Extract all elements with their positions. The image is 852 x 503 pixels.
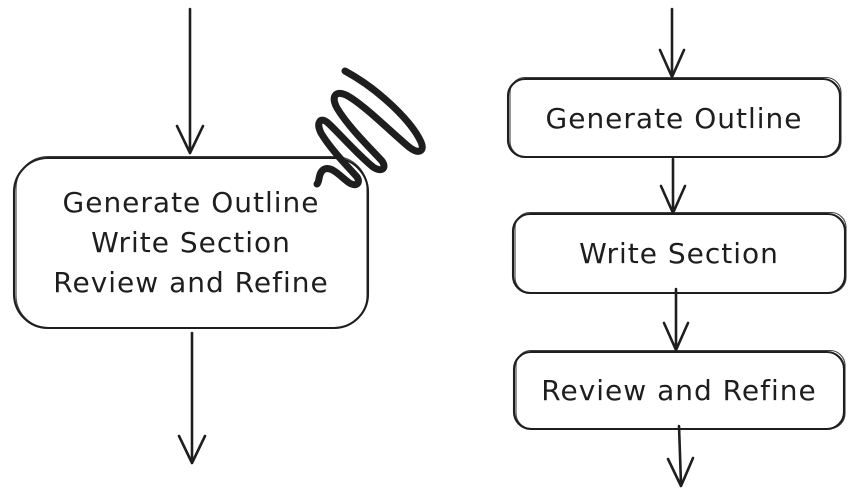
arrow-head <box>175 124 205 155</box>
node-box-sketch-echo <box>509 76 842 158</box>
arrow-shaft <box>677 424 683 486</box>
left-merged-node-box <box>12 155 370 330</box>
right-incoming-arrow <box>658 7 686 79</box>
left-outgoing-arrow <box>177 331 207 465</box>
right-node-box-review-refine <box>512 349 846 431</box>
node-box-outline <box>512 350 846 431</box>
left-incoming-arrow <box>175 7 205 155</box>
arrow-head <box>177 434 207 465</box>
scribble-stroke <box>313 67 426 189</box>
node-box-sketch-echo <box>15 155 368 329</box>
right-node-box-write-section <box>511 211 847 295</box>
right-outgoing-arrow <box>666 424 695 488</box>
arrow-outline-to-write <box>659 157 687 215</box>
node-box-outline <box>511 212 847 295</box>
right-node-box-generate-outline <box>506 76 842 159</box>
node-box-sketch-echo <box>514 211 847 294</box>
node-box-outline <box>506 77 842 159</box>
arrow-head <box>666 456 695 488</box>
arrow-write-to-review <box>662 287 690 352</box>
scribble-icon <box>313 67 426 189</box>
node-box-sketch-echo <box>515 349 846 430</box>
